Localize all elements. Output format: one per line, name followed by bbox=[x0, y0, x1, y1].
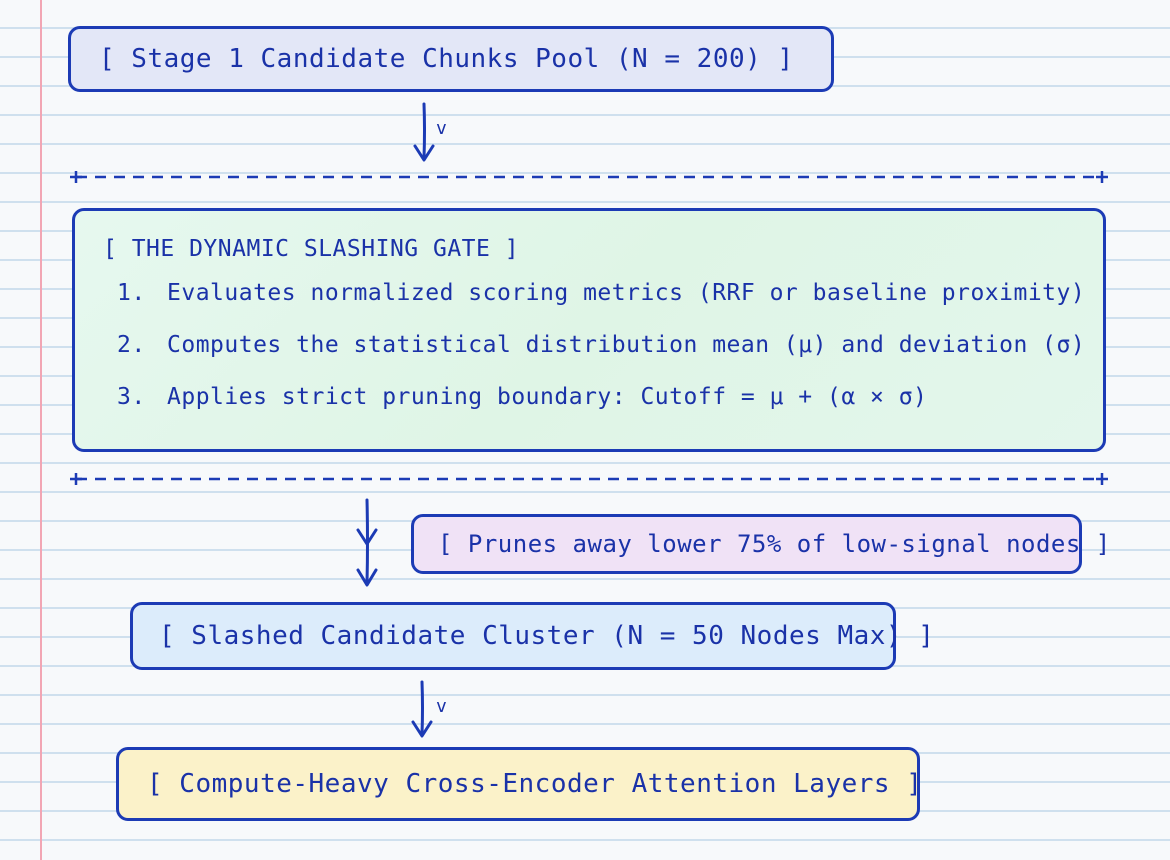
gate-step: 1. Evaluates normalized scoring metrics … bbox=[103, 267, 1103, 319]
candidate-pool-node: [ Stage 1 Candidate Chunks Pool (N = 200… bbox=[68, 26, 834, 92]
slashed-cluster-node: [ Slashed Candidate Cluster (N = 50 Node… bbox=[130, 602, 934, 670]
gate-steps-list: 1. Evaluates normalized scoring metrics … bbox=[103, 267, 1103, 423]
gate-step-number: 2. bbox=[117, 332, 146, 358]
dynamic-slashing-gate-node: [ THE DYNAMIC SLASHING GATE ] 1. Evaluat… bbox=[72, 208, 1106, 452]
notebook-margin-line bbox=[40, 0, 42, 860]
connector-top-label: v bbox=[436, 118, 447, 139]
gate-step-text: Evaluates normalized scoring metrics (RR… bbox=[167, 280, 1086, 306]
slashed-cluster-label: [ Slashed Candidate Cluster (N = 50 Node… bbox=[159, 621, 935, 651]
arrow-pool-to-gate bbox=[413, 102, 435, 162]
cross-encoder-node: [ Compute-Heavy Cross-Encoder Attention … bbox=[116, 747, 923, 821]
cross-encoder-label: [ Compute-Heavy Cross-Encoder Attention … bbox=[147, 769, 923, 799]
dashed-separator-top bbox=[70, 171, 1108, 183]
connector-bottom-label: v bbox=[436, 696, 447, 717]
gate-title: [ THE DYNAMIC SLASHING GATE ] bbox=[103, 236, 520, 262]
arrow-gate-to-slashed bbox=[356, 498, 378, 587]
gate-step: 3. Applies strict pruning boundary: Cuto… bbox=[103, 371, 1103, 423]
gate-step: 2. Computes the statistical distribution… bbox=[103, 319, 1103, 371]
arrow-slashed-to-compute bbox=[411, 680, 433, 738]
dashed-separator-bottom bbox=[70, 473, 1108, 485]
candidate-pool-label: [ Stage 1 Candidate Chunks Pool (N = 200… bbox=[99, 44, 794, 74]
gate-step-text: Applies strict pruning boundary: Cutoff … bbox=[167, 384, 928, 410]
gate-step-number: 3. bbox=[117, 384, 146, 410]
gate-step-number: 1. bbox=[117, 280, 146, 306]
prune-annotation-node: [ Prunes away lower 75% of low-signal no… bbox=[411, 514, 1110, 574]
gate-step-text: Computes the statistical distribution me… bbox=[167, 332, 1086, 358]
prune-annotation-label: [ Prunes away lower 75% of low-signal no… bbox=[438, 530, 1111, 558]
